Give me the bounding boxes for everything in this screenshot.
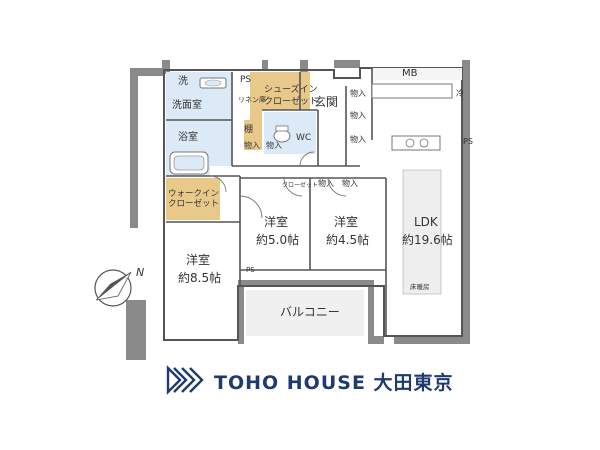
label-linen: リネン庫	[238, 95, 266, 104]
kitchen-counter	[371, 83, 453, 151]
label-walkin: ウォークイン	[168, 189, 219, 199]
label-ps-top: PS	[240, 75, 251, 85]
toilet	[273, 125, 291, 143]
label-tana: 棚	[244, 123, 253, 135]
label-storage-2: 物入	[350, 110, 366, 120]
label-size-85: 約8.5帖	[178, 270, 221, 285]
label-ps-small: PS	[246, 266, 255, 274]
company-logo-text: TOHO HOUSE 大田東京	[214, 372, 454, 394]
label-closet-mid: クローゼット	[282, 181, 318, 189]
outer-walls	[126, 60, 470, 360]
label-senmen: 洗面室	[172, 98, 202, 111]
label-wash: 洗	[178, 75, 188, 87]
label-storage-4: 物入	[244, 140, 260, 150]
label-storage-7: 物入	[342, 178, 358, 188]
label-floor-heat: 床暖房	[410, 282, 430, 291]
room-labels: 洗 PS リネン庫 シューズイン クローゼット MB 冷 玄関 物入 物入 物入…	[168, 68, 473, 319]
label-mb: MB	[402, 68, 418, 79]
wash-basin	[199, 77, 227, 89]
label-room-45: 洋室	[334, 214, 358, 229]
label-walkin-closet: クローゼット	[168, 198, 219, 209]
bathtub	[169, 151, 209, 175]
label-shoes-in: シューズイン	[264, 83, 318, 95]
label-ldk: LDK	[414, 215, 439, 229]
label-size-50: 約5.0帖	[256, 232, 299, 247]
label-storage-3: 物入	[350, 134, 366, 144]
label-genkan: 玄関	[314, 94, 338, 109]
label-ps-right: PS	[463, 137, 473, 146]
label-shoes-closet: クローゼット	[264, 95, 318, 107]
label-fridge: 冷	[456, 88, 464, 98]
compass-icon: N	[94, 266, 144, 307]
color-zones	[166, 68, 462, 336]
unit-outline	[163, 67, 463, 341]
label-wc: WC	[296, 133, 311, 143]
compass-north-label: N	[136, 266, 144, 279]
door-swings	[209, 151, 347, 219]
label-storage-6: 物入	[318, 178, 334, 188]
label-room-50: 洋室	[264, 214, 288, 229]
label-size-196: 約19.6帖	[402, 232, 453, 247]
interior-walls	[166, 68, 387, 336]
label-storage-1: 物入	[350, 88, 366, 98]
label-room-85: 洋室	[186, 252, 210, 267]
label-size-45: 約4.5帖	[326, 232, 369, 247]
label-yokushitsu: 浴室	[178, 130, 198, 143]
toho-house-logo-icon	[166, 365, 204, 395]
label-storage-5: 物入	[266, 140, 282, 150]
label-balcony: バルコニー	[280, 305, 340, 319]
